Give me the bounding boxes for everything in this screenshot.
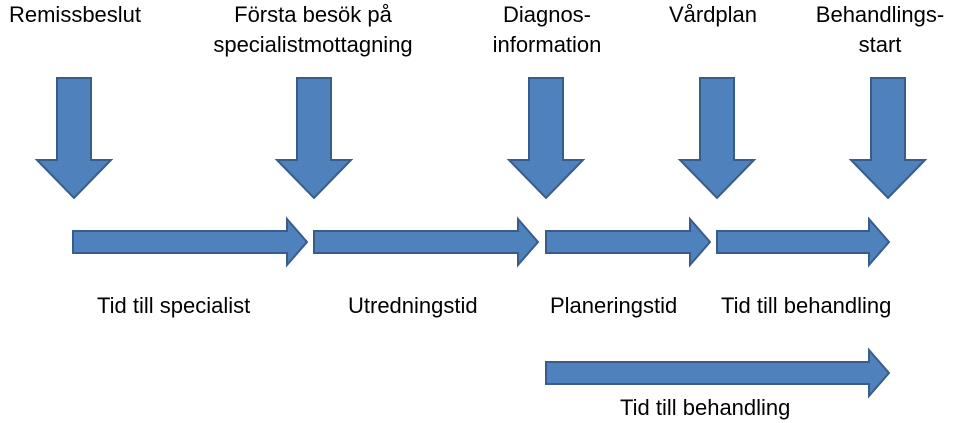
- milestone-label-remissbeslut: Remissbeslut: [9, 0, 141, 30]
- interval-label-utredningstid: Utredningstid: [348, 293, 478, 318]
- summary-arrow-tid-till-behandling: [545, 347, 891, 399]
- milestone-down-arrow-diagnosinformation: [506, 77, 586, 200]
- milestone-label-line: information: [492, 32, 602, 57]
- milestone-label-line: start: [858, 32, 902, 57]
- milestone-down-arrow-vardplan: [677, 77, 757, 200]
- interval-arrow-tid-till-specialist: [72, 216, 309, 268]
- milestone-label-diagnosinformation: Diagnos- information: [493, 0, 602, 60]
- milestone-label-line: Remissbeslut: [8, 2, 142, 27]
- interval-label-tid-till-behandling: Tid till behandling: [721, 293, 892, 318]
- milestone-label-behandlingsstart: Behandlings- start: [816, 0, 944, 60]
- milestone-down-arrow-behandlingsstart: [848, 77, 928, 200]
- summary-label-tid-till-behandling: Tid till behandling: [620, 395, 791, 420]
- milestone-down-arrow-remissbeslut: [34, 77, 114, 200]
- milestone-label-line: specialistmottagning: [213, 32, 413, 57]
- milestone-label-line: Vårdplan: [668, 2, 758, 27]
- milestone-down-arrow-forsta-besok: [274, 77, 354, 200]
- milestone-label-line: Första besök på: [234, 2, 392, 27]
- milestone-label-line: Behandlings-: [815, 2, 945, 27]
- interval-arrow-planeringstid: [545, 216, 712, 268]
- interval-label-tid-till-specialist: Tid till specialist: [97, 293, 251, 318]
- interval-arrow-tid-till-behandling: [716, 216, 891, 268]
- interval-arrow-utredningstid: [313, 216, 540, 268]
- milestone-label-forsta-besok: Första besök på specialistmottagning: [213, 0, 412, 60]
- milestone-label-vardplan: Vårdplan: [669, 0, 757, 30]
- milestone-label-line: Diagnos-: [502, 2, 592, 27]
- interval-label-planeringstid: Planeringstid: [550, 293, 678, 318]
